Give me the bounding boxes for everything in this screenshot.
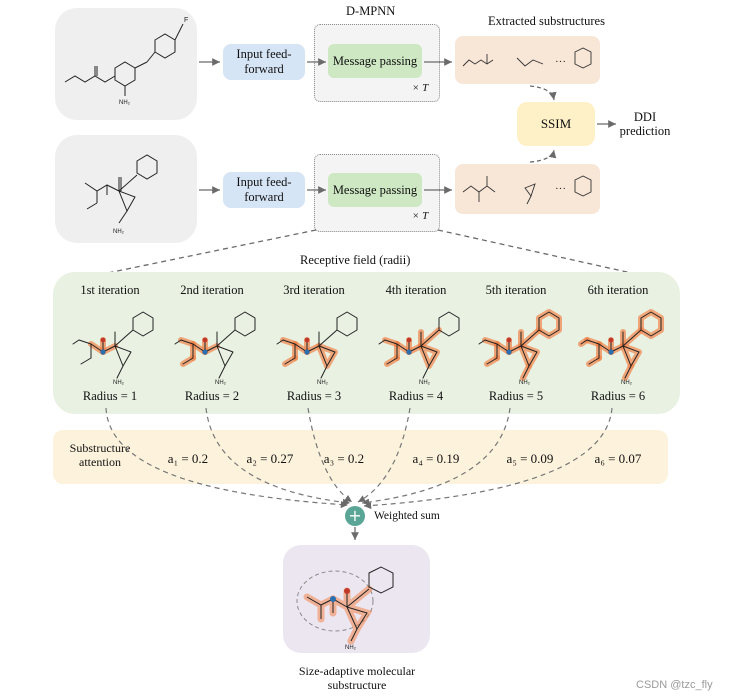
iteration-molecule: NH₂ [378, 311, 460, 386]
attention-weight: a₄ = 0.19 [412, 451, 460, 466]
attention-weight: a₅ = 0.09 [506, 451, 554, 466]
ddi-line1: DDI [633, 110, 657, 124]
iteration-label: 1st iteration [80, 283, 140, 297]
iteration-label: 3rd iteration [283, 283, 345, 297]
svg-text:NH₂: NH₂ [317, 380, 329, 386]
radius-label: Radius = 6 [590, 389, 646, 403]
times-t-1: × T [412, 82, 429, 94]
radius-label: Radius = 5 [488, 389, 544, 403]
caption-line2: substructure [327, 678, 387, 692]
input-feed-forward-1-label: Input feed-forward [236, 47, 292, 76]
svg-text:NH₂: NH₂ [519, 380, 531, 386]
attention-weight: a₁ = 0.2 [167, 451, 209, 466]
extracted-substructures-2 [455, 164, 600, 214]
ssim-box: SSIM [517, 102, 595, 146]
svg-text:···: ··· [555, 56, 566, 68]
radius-label: Radius = 2 [184, 389, 240, 403]
iteration-label: 6th iteration [587, 283, 649, 297]
molecule-1-structure: F NH₂ [64, 17, 188, 106]
iteration-molecule: NH₂ [478, 309, 562, 386]
svg-text:NH₂: NH₂ [113, 380, 125, 386]
molecule-card-1 [55, 8, 197, 120]
attention-label-line1: Substructure [69, 441, 131, 455]
iteration-label: 2nd iteration [180, 283, 244, 297]
dmpnn-label: D-MPNN [346, 4, 396, 18]
radius-label: Radius = 4 [388, 389, 444, 403]
attention-weight: a₃ = 0.2 [323, 451, 365, 466]
attention-weight: a₂ = 0.27 [246, 451, 294, 466]
svg-text:NH₂: NH₂ [113, 229, 125, 235]
receptive-field-panel [53, 272, 680, 414]
radius-label: Radius = 1 [82, 389, 138, 403]
substructures-1-icons: ··· [462, 47, 592, 69]
caption-line1: Size-adaptive molecular [298, 664, 416, 678]
input-feed-forward-2: Input feed-forward [223, 172, 305, 208]
svg-text:F: F [184, 17, 188, 24]
substructure-attention-panel [53, 430, 668, 484]
message-passing-1: Message passing [328, 44, 422, 78]
iteration-molecule: NH₂ [578, 309, 664, 386]
size-adaptive-substructure-molecule: NH₂ [296, 566, 394, 651]
molecule-2-structure: NH₂ [84, 154, 158, 235]
svg-text:···: ··· [555, 183, 566, 195]
times-t-2: × T [412, 210, 429, 222]
weighted-sum-label: Weighted sum [374, 510, 440, 522]
input-feed-forward-1: Input feed-forward [223, 44, 305, 80]
extracted-substructures-label: Extracted substructures [488, 14, 605, 28]
iteration-label: 5th iteration [485, 283, 547, 297]
attention-weight: a₆ = 0.07 [594, 451, 642, 466]
molecule-card-2 [55, 135, 197, 243]
extracted-substructures-1 [455, 36, 600, 84]
substructures-2-icons: ··· [462, 175, 592, 205]
input-feed-forward-2-label: Input feed-forward [236, 175, 292, 204]
svg-text:NH₂: NH₂ [215, 380, 227, 386]
iteration-label: 4th iteration [385, 283, 447, 297]
iteration-molecule: NH₂ [276, 311, 358, 386]
message-passing-2: Message passing [328, 173, 422, 207]
ssim-label: SSIM [540, 116, 572, 131]
iteration-molecule: NH₂ [72, 311, 154, 386]
radius-label: Radius = 3 [286, 389, 342, 403]
ddi-line2: prediction [619, 124, 671, 138]
message-passing-2-label: Message passing [332, 182, 418, 197]
size-adaptive-caption: Size-adaptive molecular substructure [280, 664, 434, 692]
svg-text:NH₂: NH₂ [419, 380, 431, 386]
attention-label-line2: attention [79, 455, 121, 469]
svg-text:NH₂: NH₂ [119, 100, 131, 106]
weighted-sum-plus-icon: + [345, 506, 365, 526]
message-passing-1-label: Message passing [332, 53, 418, 68]
svg-text:NH₂: NH₂ [345, 645, 357, 651]
svg-text:NH₂: NH₂ [621, 380, 633, 386]
receptive-field-title: Receptive field (radii) [300, 253, 411, 267]
csdn-watermark: CSDN @tzc_fly [636, 679, 713, 691]
iteration-molecule: NH₂ [174, 311, 256, 386]
substructure-attention-label: Substructure attention [55, 441, 145, 469]
ddi-prediction-label: DDI prediction [617, 110, 673, 138]
